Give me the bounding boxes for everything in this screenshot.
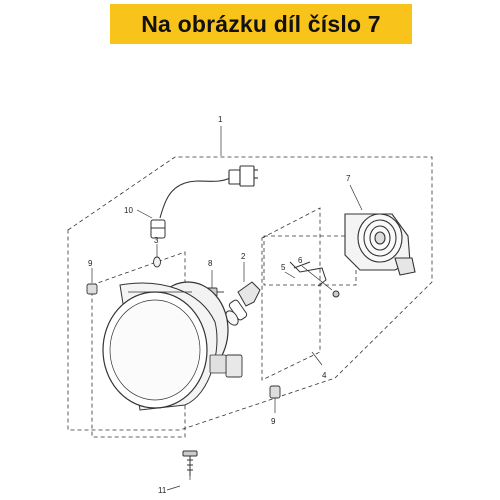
- mounting-screw: [182, 450, 198, 476]
- callout-11: 11: [158, 486, 167, 495]
- holder-group-frame: [263, 235, 357, 286]
- headlight-unit: [102, 281, 243, 411]
- bracket-group-frame: [261, 207, 321, 381]
- callout-5: 5: [281, 263, 286, 272]
- callout-10: 10: [124, 206, 133, 215]
- banner-text: Na obrázku díl číslo 7: [141, 10, 381, 37]
- title-banner: Na obrázku díl číslo 7: [110, 4, 412, 44]
- callout-4: 4: [322, 371, 327, 380]
- bulb-socket: [150, 219, 166, 239]
- rubber-grommet-right: [269, 385, 281, 399]
- headlight-bulb: [225, 281, 261, 326]
- callout-9-right: 9: [271, 417, 276, 426]
- callout-6: 6: [298, 256, 303, 265]
- callout-9-left: 9: [88, 259, 93, 268]
- callout-numbers: 1 2 3 4 5 6 7 8 9 9 10 11: [88, 115, 351, 495]
- callout-7: 7: [346, 174, 351, 183]
- callout-2: 2: [241, 252, 246, 261]
- leader-lines: [91, 126, 363, 491]
- dust-cover: [344, 213, 416, 276]
- bulb-clip: [289, 261, 340, 298]
- rubber-grommet-left: [86, 283, 98, 295]
- callout-8: 8: [208, 259, 213, 268]
- callout-3: 3: [154, 236, 159, 245]
- wire-harness: [159, 165, 258, 219]
- callout-1: 1: [218, 115, 223, 124]
- position-bulb: [153, 256, 161, 268]
- outer-assembly-frame: [67, 156, 433, 431]
